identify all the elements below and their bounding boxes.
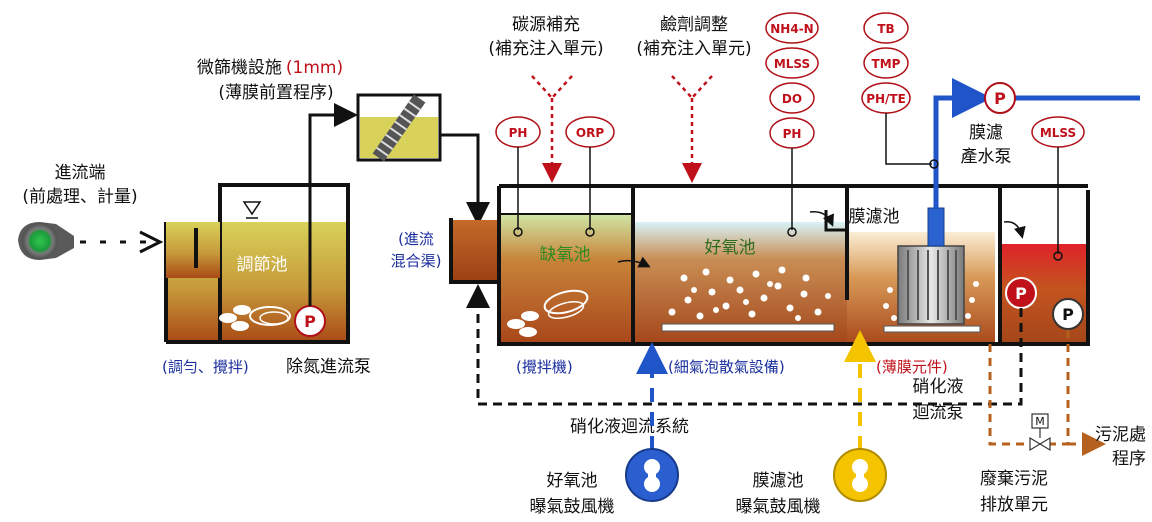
instrument-aerobic-stack: NH4-N MLSS DO PH [765,12,819,237]
svg-text:MLSS: MLSS [1040,126,1076,140]
permeate-pump-label-1: 膜濾 [969,123,1003,143]
permeate-pipe [933,78,992,208]
svg-text:DO: DO [782,92,802,106]
permeate-pump-icon: P [984,82,1016,114]
waste-sludge-line [988,330,1106,456]
svg-text:TB: TB [877,22,894,36]
svg-text:P: P [304,312,316,331]
diffuser-label: (細氣泡散氣設備) [668,358,785,376]
inflow-source-icon [18,222,74,260]
mixing-channel-label-1: (進流 [398,230,434,248]
aerobic-blower-icon [625,448,679,502]
permeate-pump-label-2: 產水泵 [961,147,1012,167]
svg-text:PH/TE: PH/TE [866,92,906,106]
instrument-membrane-stack: TB TMP PH/TE [861,12,939,169]
sludge-treatment-label-2: 程序 [1112,449,1146,469]
svg-text:P: P [1062,305,1074,324]
inflow-title: 進流端 [55,163,106,183]
denitrification-feed-pump-icon: P [294,305,326,337]
waste-sludge-label-1: 廢棄污泥 [980,469,1048,489]
alkali-title: 鹼劑調整 [660,15,728,35]
instrument-sludge-mlss: MLSS [1031,116,1085,261]
nitrate-pump-label-2: 迴流泵 [913,403,964,423]
sludge-treatment-label-1: 污泥處 [1095,425,1146,445]
membrane-element-label: (薄膜元件) [876,358,948,376]
waste-sludge-pump-icon: P [1052,298,1084,330]
equalization-note: (調勻、攪拌) [162,358,249,376]
anoxic-mixer-icon [507,289,589,337]
mixer-label: (攪拌機) [516,358,573,376]
screen-outlet-pipe [440,133,490,226]
basin-walls [497,184,1090,346]
inflow-arrow [139,230,164,254]
carbon-source-dosing-line [531,75,573,183]
svg-text:M: M [1035,415,1045,428]
membrane-tank-label: 膜濾池 [849,207,900,227]
inflow-subtitle: (前處理、計量) [22,187,137,207]
svg-text:TMP: TMP [872,57,901,71]
carbon-source-title: 碳源補充 [512,15,580,35]
svg-text:MLSS: MLSS [774,57,810,71]
feed-pipe [308,103,358,306]
micro-screen-unit [356,93,442,162]
membrane-blower-label-1: 膜濾池 [753,471,804,491]
mixer-propeller-icon [219,305,291,331]
aerobic-blower-label-1: 好氧池 [547,471,598,491]
permeate-pipe-base [927,207,945,247]
svg-text:PH: PH [509,126,528,140]
micro-screen-title: 微篩機設施(1mm) [197,58,343,78]
nitrate-pump-label-1: 硝化液 [913,377,964,397]
anoxic-tank-label: 缺氧池 [540,245,591,265]
micro-screen-subtitle: (薄膜前置程序) [218,83,333,103]
alkali-subtitle: (補充注入單元) [636,39,751,59]
aerobic-blower-label-2: 曝氣鼓風機 [530,497,615,517]
svg-text:P: P [1015,284,1027,303]
membrane-module [883,245,981,333]
aerobic-tank-label: 好氧池 [705,238,756,258]
aerobic-bubbles [668,266,831,321]
svg-text:NH4-N: NH4-N [770,22,813,36]
equalization-tank-label: 調節池 [237,255,288,275]
nitrate-return-pump-icon: P [1005,277,1037,309]
instrument-anoxic-ph: PH [495,116,541,237]
mixing-channel [449,218,499,284]
fine-bubble-diffuser [661,323,835,332]
instrument-anoxic-orp: ORP [565,116,615,237]
svg-text:ORP: ORP [576,126,604,140]
nitrate-return-label: 硝化液迴流系統 [570,417,689,437]
membrane-blower-icon [833,448,887,502]
waste-sludge-label-2: 排放單元 [980,495,1048,515]
alkali-dosing-line [671,75,713,183]
svg-text:P: P [994,89,1006,108]
mixing-channel-label-2: 混合渠) [391,252,442,270]
carbon-source-subtitle: (補充注入單元) [488,39,603,59]
motor-valve-icon: M [1029,413,1051,452]
nitrate-return-line [466,284,1023,406]
water-level-icon [242,201,262,216]
membrane-blower-label-2: 曝氣鼓風機 [736,497,821,517]
svg-text:PH: PH [783,127,802,141]
denitrification-pump-label: 除氮進流泵 [286,357,371,377]
